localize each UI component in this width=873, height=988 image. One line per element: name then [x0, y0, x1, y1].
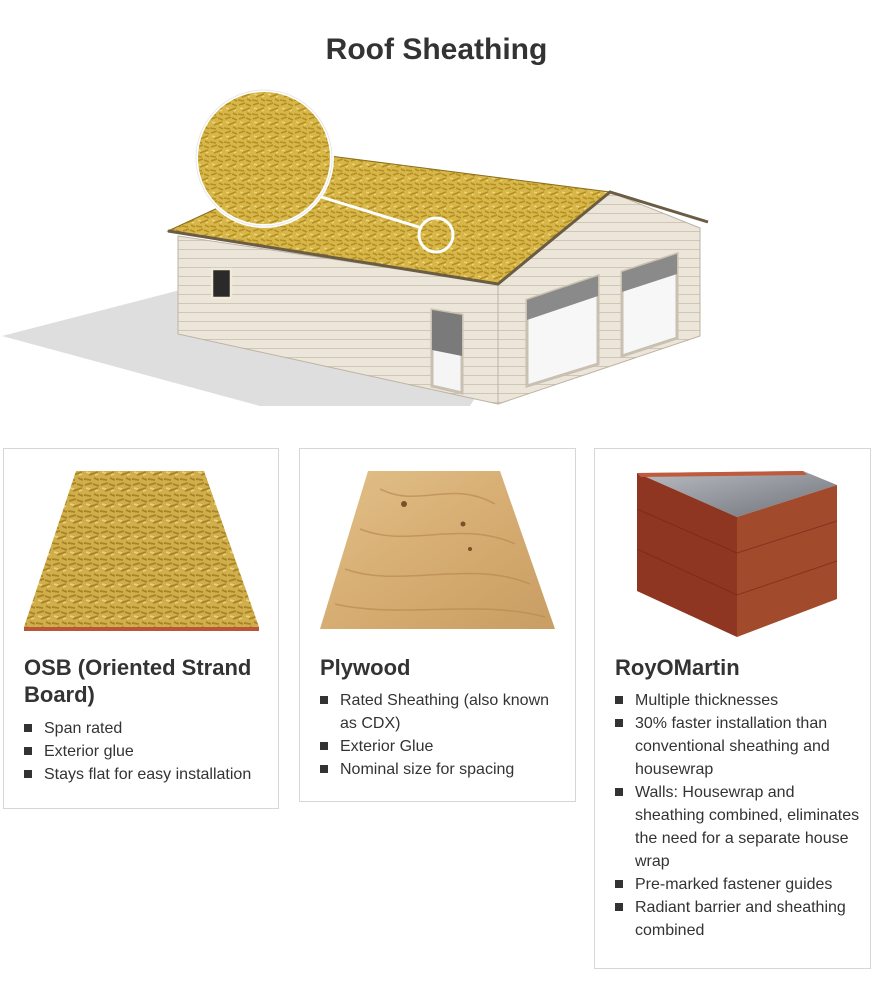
list-item: Nominal size for spacing: [320, 758, 565, 781]
magnifier-circle: [194, 88, 334, 228]
card-title: RoyOMartin: [615, 655, 740, 680]
list-item: Multiple thicknesses: [615, 689, 860, 712]
card-title: OSB (Oriented Strand Board): [24, 655, 252, 707]
feature-list: Rated Sheathing (also known as CDX) Exte…: [320, 689, 565, 781]
plywood-board-image: [320, 471, 555, 629]
osb-board-image: [24, 471, 259, 631]
feature-list: Multiple thicknesses 30% faster installa…: [615, 689, 860, 942]
window: [210, 267, 233, 300]
list-item: Exterior Glue: [320, 735, 565, 758]
card-title: Plywood: [320, 655, 411, 680]
list-item: 30% faster installation than conventiona…: [615, 712, 860, 781]
list-item: Rated Sheathing (also known as CDX): [320, 689, 565, 735]
garage-illustration: [2, 88, 709, 406]
list-item: Radiant barrier and sheathing combined: [615, 896, 860, 942]
magnifier-target: [417, 216, 455, 254]
royomartin-stack-image: [636, 471, 838, 637]
list-item: Pre-marked fastener guides: [615, 873, 860, 896]
card-royomartin: RoyOMartin Multiple thicknesses 30% fast…: [594, 448, 871, 969]
list-item: Exterior glue: [24, 740, 269, 763]
list-item: Walls: Housewrap and sheathing combined,…: [615, 781, 860, 873]
page-title: Roof Sheathing: [325, 33, 548, 66]
card-osb: OSB (Oriented Strand Board) Span rated E…: [3, 448, 279, 809]
list-item: Span rated: [24, 717, 269, 740]
feature-list: Span rated Exterior glue Stays flat for …: [24, 717, 269, 786]
card-plywood: Plywood Rated Sheathing (also known as C…: [299, 448, 576, 802]
list-item: Stays flat for easy installation: [24, 763, 269, 786]
